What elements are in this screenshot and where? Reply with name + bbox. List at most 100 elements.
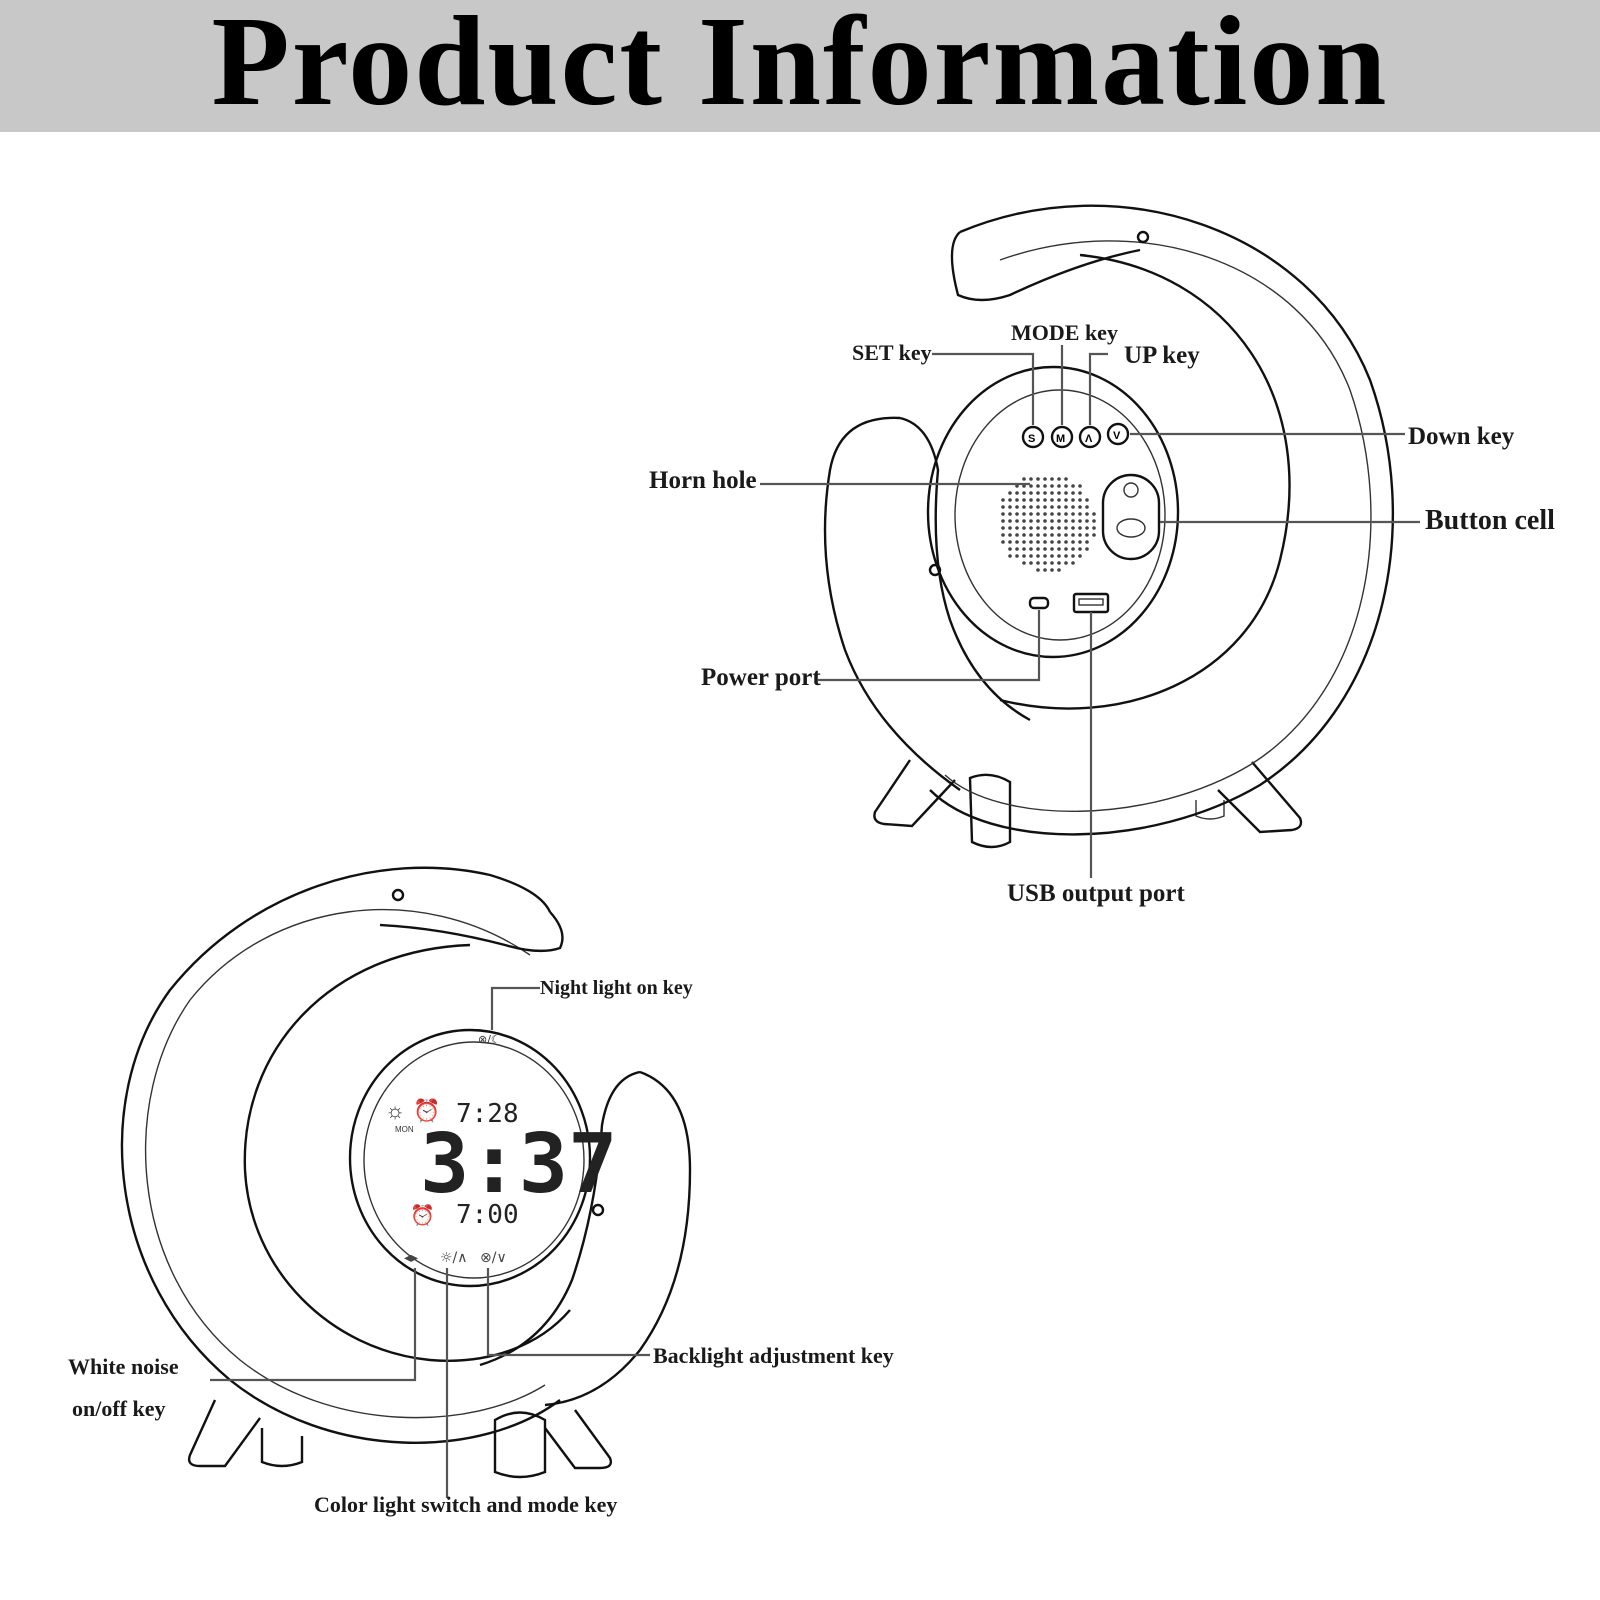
grille-hole [1071,484,1075,488]
grille-hole [1071,533,1075,537]
front-view-device: ⊗/☾ ☼ ⏰ MON 7:28 3:37 ⏰ 7:00 ◂▸ ☼/∧ ⊗/∨ [120,866,692,1479]
back-front-leg [968,773,1012,849]
front-front-leg [493,1411,547,1479]
grille-hole [1050,526,1054,530]
grille-hole [1029,491,1033,495]
grille-hole [1022,491,1026,495]
front-top-screw [391,888,405,902]
grille-hole [1050,498,1054,502]
grille-hole [1050,491,1054,495]
grille-hole [1057,561,1061,565]
grille-hole [1092,512,1096,516]
grille-hole [1036,533,1040,537]
day-label: MON [395,1125,414,1134]
grille-hole [1064,505,1068,509]
grille-hole [1008,526,1012,530]
grille-hole [1050,561,1054,565]
grille-hole [1022,561,1026,565]
grille-hole [1008,512,1012,516]
grille-hole [1064,547,1068,551]
grille-hole [1057,554,1061,558]
front-arm-inner [479,1070,641,1367]
front-arm-outer [544,1070,692,1407]
back-plate-inner [954,389,1166,641]
battery-cover-knob [1123,482,1139,498]
grille-hole [1064,526,1068,530]
battery-cover [1101,473,1161,561]
grille-hole [1064,561,1068,565]
grille-hole [1043,526,1047,530]
grille-hole [1029,554,1033,558]
grille-hole [1022,512,1026,516]
label-white-noise-line2: on/off key [72,1396,166,1421]
grille-hole [1015,519,1019,523]
grille-hole [1001,519,1005,523]
back-ring-inner [999,253,1291,710]
grille-hole [1057,533,1061,537]
grille-hole [1022,505,1026,509]
back-arm-outer [823,416,961,791]
set-button [1021,425,1045,449]
type-c-port [1028,596,1050,610]
grille-hole [1057,505,1061,509]
grille-hole [1071,498,1075,502]
grille-hole [1001,505,1005,509]
grille-hole [1036,484,1040,488]
grille-hole [1015,533,1019,537]
grille-hole [1043,568,1047,572]
grille-hole [1022,547,1026,551]
label-usb-output-port: USB output port [1007,880,1185,907]
grille-hole [1050,554,1054,558]
grille-hole [1015,540,1019,544]
label-backlight-adjustment-key: Backlight adjustment key [653,1343,894,1368]
grille-hole [1078,533,1082,537]
grille-hole [1057,484,1061,488]
grille-hole [1001,526,1005,530]
front-side-screw [591,1203,605,1217]
grille-hole [1001,512,1005,516]
grille-hole [1057,568,1061,572]
grille-hole [1036,477,1040,481]
grille-hole [1036,526,1040,530]
grille-hole [1022,477,1026,481]
back-left-leg [873,759,956,828]
leader-up [1088,352,1108,425]
label-white-noise-line1: White noise [68,1354,179,1379]
label-set-key: SET key [852,340,932,365]
back-view-device: S M Λ V [823,204,1395,849]
grille-hole [1071,526,1075,530]
leader-set [932,352,1035,425]
back-lamp-head [950,231,1141,302]
grille-hole [1001,498,1005,502]
display-disc [348,1028,592,1288]
grille-hole [1029,540,1033,544]
grille-hole [1029,561,1033,565]
grille-hole [1057,498,1061,502]
front-ring-outer [120,866,561,1444]
front-left-leg [187,1399,261,1468]
grille-hole [1036,568,1040,572]
grille-hole [1022,540,1026,544]
label-color-light-switch: Color light switch and mode key [314,1492,618,1517]
mode-button-glyph: M [1056,433,1065,445]
grille-hole [1092,519,1096,523]
front-ring-inner [243,943,571,1362]
grille-hole [1057,526,1061,530]
leader-white-noise [210,1268,417,1382]
page-title: Product Information [211,0,1389,132]
back-rear-foot [1195,800,1225,820]
mode-button [1050,425,1074,449]
grille-hole [1071,547,1075,551]
grille-hole [1043,484,1047,488]
display-disc-inner [363,1041,585,1279]
grille-hole [1029,498,1033,502]
grille-hole [1036,519,1040,523]
front-ring-inner-line [144,909,546,1419]
grille-hole [1064,512,1068,516]
grille-hole [1050,477,1054,481]
front-rear-foot [260,1428,304,1468]
grille-hole [1001,533,1005,537]
grille-hole [1022,554,1026,558]
grille-hole [1008,547,1012,551]
